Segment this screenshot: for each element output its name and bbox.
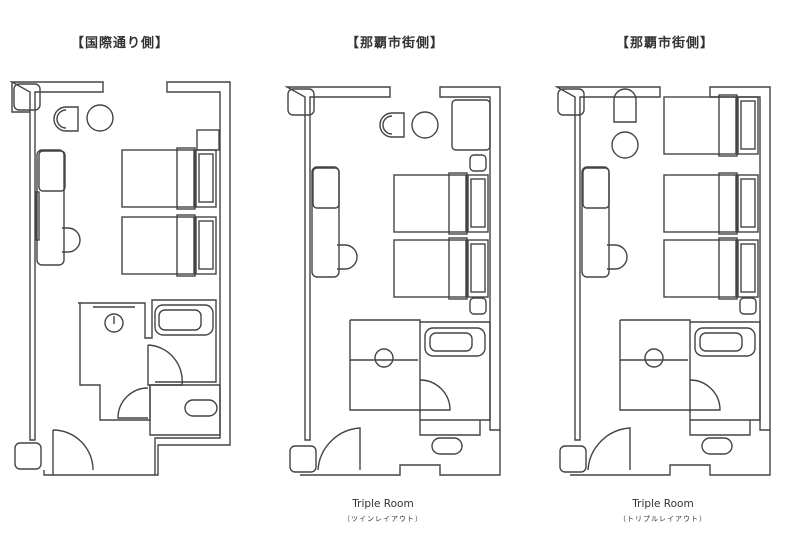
plan-title-naha-twin: 【那覇市街側】 bbox=[345, 36, 445, 51]
layout-label: （トリプルレイアウト） bbox=[619, 515, 707, 523]
layout-label: （ツインレイアウト） bbox=[343, 515, 423, 523]
floor-plan-naha-twin bbox=[284, 86, 501, 476]
plan-title-naha-triple: 【那覇市街側】 bbox=[615, 36, 715, 51]
floor-plan-kokusai bbox=[9, 81, 231, 476]
room-type-label: Triple Room bbox=[352, 498, 414, 510]
plan-caption-twin: Triple Room （ツインレイアウト） bbox=[343, 498, 423, 524]
room-type-label: Triple Room bbox=[632, 498, 694, 510]
plan-caption-triple: Triple Room （トリプルレイアウト） bbox=[619, 498, 707, 524]
plan-title-kokusai: 【国際通り側】 bbox=[70, 36, 170, 51]
floor-plan-naha-triple bbox=[554, 86, 771, 476]
